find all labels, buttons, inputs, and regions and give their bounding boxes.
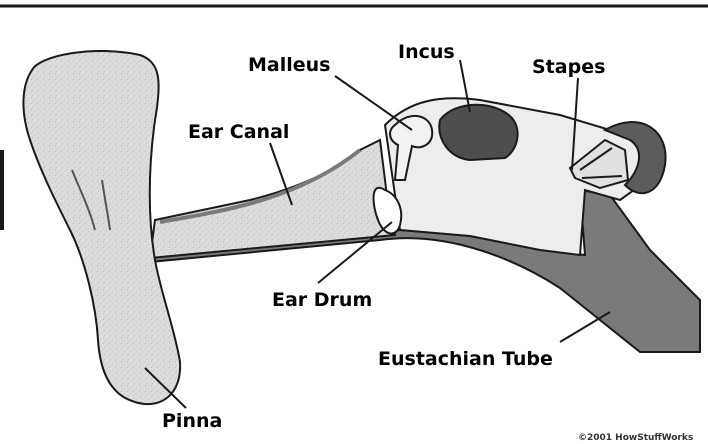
- malleus-leader: [335, 76, 412, 130]
- label-ear-canal: Ear Canal: [188, 121, 289, 143]
- incus-bone: [439, 105, 517, 160]
- left-edge-bar: [0, 150, 4, 230]
- label-ear-drum: Ear Drum: [272, 289, 372, 311]
- label-malleus: Malleus: [248, 54, 330, 76]
- label-stapes: Stapes: [532, 56, 605, 78]
- label-eustachian-tube: Eustachian Tube: [378, 348, 553, 370]
- label-incus: Incus: [398, 41, 455, 63]
- eustachian-tube-leader: [560, 312, 610, 342]
- copyright-text: ©2001 HowStuffWorks: [578, 433, 693, 443]
- label-pinna: Pinna: [162, 410, 222, 432]
